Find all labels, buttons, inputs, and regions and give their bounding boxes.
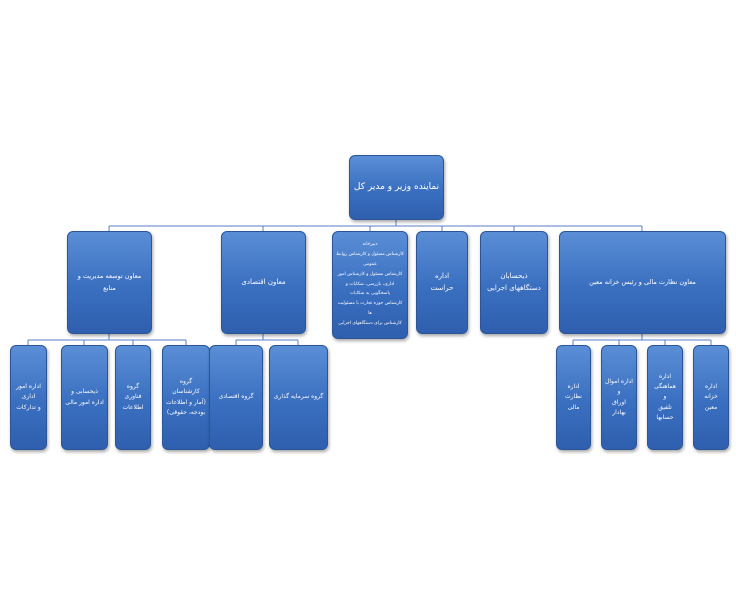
node-label: ذیحسابی و اداره امور مالی bbox=[65, 388, 104, 406]
node-mgmt-dev: معاون توسعه مدیریت و منابع bbox=[67, 231, 152, 334]
node-fin-supervision: اداره نظارت مالی bbox=[556, 345, 591, 450]
node-securities: اداره اموال و اوراق بهادار bbox=[601, 345, 637, 450]
node-label: معاون توسعه مدیریت و منابع bbox=[77, 272, 142, 292]
node-treasury-office: اداره خزانه معین bbox=[693, 345, 729, 450]
node-coordination: اداره هماهنگی و تلفیق حسابها bbox=[647, 345, 683, 450]
node-accounting: ذیحسابی و اداره امور مالی bbox=[61, 345, 108, 450]
node-econ-group: گروه اقتصادی bbox=[209, 345, 263, 450]
node-label: اداره امور اداری و تدارکات bbox=[16, 383, 41, 411]
node-it-group: گروه فناوری اطلاعات bbox=[115, 345, 151, 450]
node-label: ذیحسابان دستگاههای اجرایی bbox=[487, 271, 541, 292]
node-treasury-dep: معاون نظارت مالی و رئیس خزانه معین bbox=[559, 231, 726, 334]
node-secretariat: دبیرخانه کارشناس مسئول و کارشناس روابط ع… bbox=[332, 231, 408, 339]
node-label: گروه سرمایه گذاری bbox=[273, 393, 324, 401]
node-label: گروه اقتصادی bbox=[218, 393, 254, 401]
node-label: گروه فناوری اطلاعات bbox=[122, 383, 144, 411]
node-label: اداره نظارت مالی bbox=[565, 383, 582, 411]
node-label: اداره اموال و اوراق بهادار bbox=[605, 378, 633, 416]
node-label: اداره هماهنگی و تلفیق حسابها bbox=[654, 373, 676, 421]
node-accountants: ذیحسابان دستگاههای اجرایی bbox=[480, 231, 548, 334]
node-experts-group: گروه کارشناسان (آمار و اطلاعات بودجه، حق… bbox=[162, 345, 210, 450]
node-label: معاون اقتصادی bbox=[241, 277, 286, 286]
node-label: معاون نظارت مالی و رئیس خزانه معین bbox=[589, 277, 696, 286]
node-label: اداره خزانه معین bbox=[704, 383, 718, 411]
root-label: نماینده وزیر و مدیر کل bbox=[353, 181, 440, 192]
node-economic: معاون اقتصادی bbox=[221, 231, 306, 334]
root-node: نماینده وزیر و مدیر کل bbox=[349, 155, 444, 220]
node-label: گروه کارشناسان (آمار و اطلاعات بودجه، حق… bbox=[166, 378, 206, 416]
node-invest-group: گروه سرمایه گذاری bbox=[269, 345, 328, 450]
node-admin-affairs: اداره امور اداری و تدارکات bbox=[10, 345, 47, 450]
node-security: اداره حراست bbox=[416, 231, 468, 334]
node-label: اداره حراست bbox=[430, 271, 454, 292]
node-label: دبیرخانه کارشناس مسئول و کارشناس روابط ع… bbox=[336, 242, 404, 327]
